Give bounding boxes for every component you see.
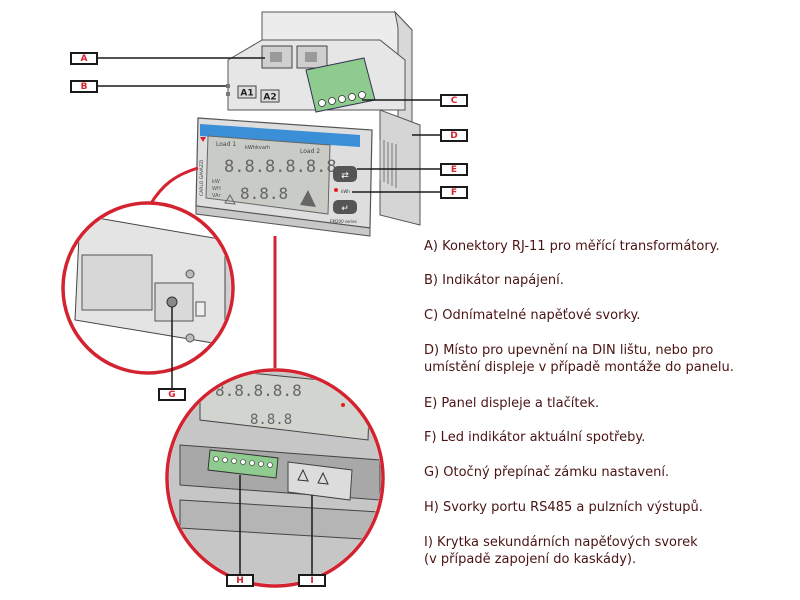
main-device-illustration: A1 A2 Load 1 kWhkvarh Load 2 8.8.8.8.8.8… <box>195 10 421 237</box>
zoom-connector-g <box>148 166 199 206</box>
lcd-main-digits: 8.8.8.8.8.8 <box>224 157 337 177</box>
legend-item-a: A) Konektory RJ-11 pro měřící transformá… <box>424 239 720 254</box>
enter-button[interactable] <box>333 200 357 214</box>
brand-label: CARLO GAVAZZI <box>199 160 205 196</box>
callout-c: C <box>440 94 468 107</box>
legend-item-g: G) Otočný přepínač zámku nastavení. <box>424 465 670 480</box>
lcd-display <box>205 135 331 215</box>
port-label-a2: A2 <box>263 93 276 103</box>
lock-rotary-switch <box>166 296 178 308</box>
consumption-led <box>334 188 338 192</box>
led-label: kWh <box>341 189 350 194</box>
callout-b: B <box>70 80 98 93</box>
detail-circle-back-view <box>61 201 235 388</box>
lcd-sub-digits: 8.8.8 <box>240 184 288 203</box>
lcd-header-load1: Load 1 <box>216 141 236 148</box>
detail-lcd-sub-digits: 8.8.8 <box>250 412 292 428</box>
legend-item-c: C) Odnímatelné napěťové svorky. <box>424 308 641 323</box>
legend-item-b: B) Indikátor napájení. <box>424 273 564 288</box>
detail-circle-terminals: 8.8.8.8.8 8.8.8 <box>165 368 385 588</box>
legend-item-e: E) Panel displeje a tlačítek. <box>424 396 600 411</box>
lcd-label-kw: kW <box>212 179 220 185</box>
lcd-header-units: kWhkvarh <box>245 145 270 151</box>
port-label-a1: A1 <box>240 89 253 99</box>
legend-item-d-line1: D) Místo pro upevnění na DIN lištu, nebo… <box>424 343 714 358</box>
detail-lcd-main-digits: 8.8.8.8.8 <box>215 381 302 400</box>
callout-f: F <box>440 186 468 199</box>
callout-g: G <box>158 388 186 401</box>
legend-item-i-line1: I) Krytka sekundárních napěťových svorek <box>424 535 698 550</box>
legend-item-h: H) Svorky portu RS485 a pulzních výstupů… <box>424 500 703 515</box>
warning-triangle-icon <box>300 190 316 207</box>
legend-item-d-line2: umístění displeje v případě montáže do p… <box>424 360 734 375</box>
navigate-button[interactable] <box>333 166 357 182</box>
enter-arrow-icon: ↵ <box>341 204 349 214</box>
lcd-label-wh: WH <box>212 186 221 192</box>
lcd-label-var: VAr <box>212 193 222 199</box>
legend-item-i-line2: (v případě zapojení do kaskády). <box>424 552 637 567</box>
power-indicator <box>226 84 230 88</box>
phase-triangle-icon <box>224 194 236 205</box>
callout-leaders <box>97 57 440 193</box>
brand-logo-icon <box>200 137 206 142</box>
callout-i: I <box>298 574 326 587</box>
callout-h: H <box>226 574 254 587</box>
model-label: EM200 series <box>330 219 357 224</box>
legend-item-f: F) Led indikátor aktuální spotřeby. <box>424 430 646 445</box>
navigate-arrow-icon: ⇄ <box>341 171 349 181</box>
callout-a: A <box>70 52 98 65</box>
callout-e: E <box>440 163 468 176</box>
callout-d: D <box>440 129 468 142</box>
lcd-header-load2: Load 2 <box>300 148 320 155</box>
